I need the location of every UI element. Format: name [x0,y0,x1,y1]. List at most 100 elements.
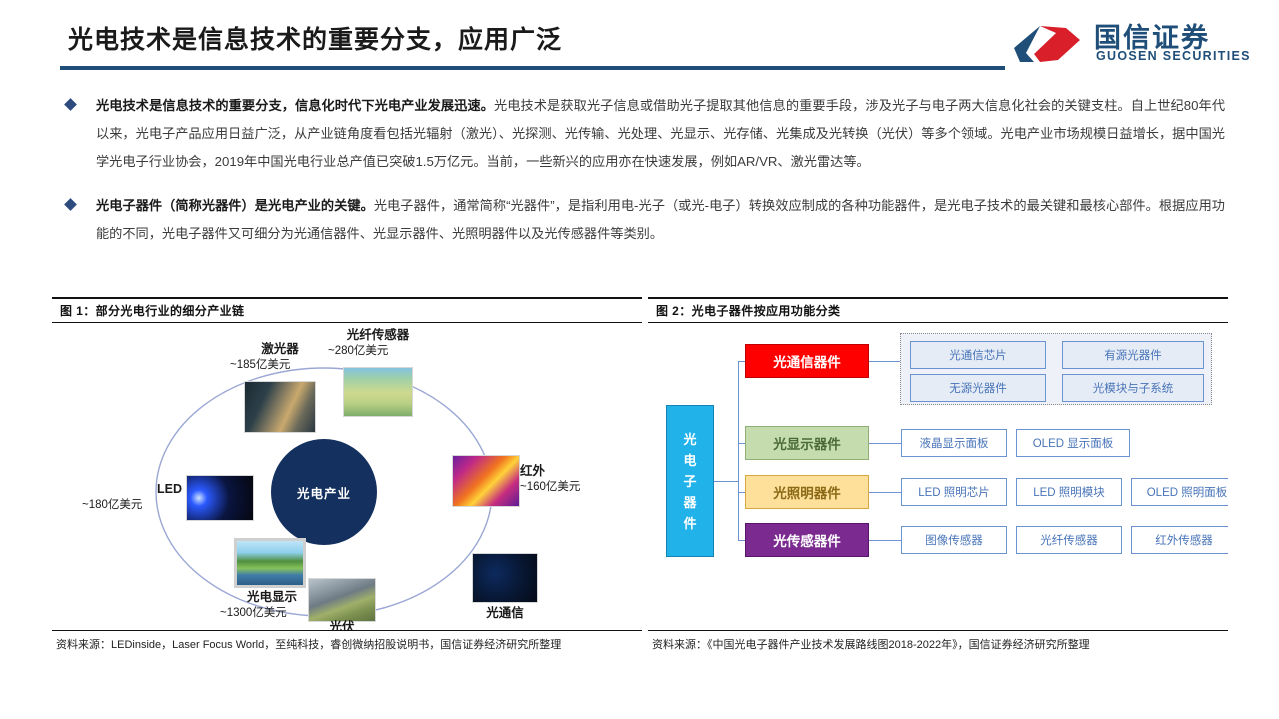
bullet-item: 光电子器件（简称光器件）是光电产业的关键。光电子器件，通常简称“光器件”，是指利… [60,192,1225,248]
connector [738,361,745,362]
tree-root-char: 光 [683,431,697,447]
optical-comm-label: 光通信 [455,605,555,621]
tree-leaf: 红外传感器 [1131,526,1228,554]
node-value: ~185亿美元 [230,359,291,371]
figure-2-source: 资料来源：《中国光电子器件产业技术发展路线图2018-2022年》，国信证券经济… [652,639,1090,651]
diamond-bullet-icon [64,198,77,211]
photovoltaic-label: 光伏 [292,619,392,630]
tree-leaf: LED 照明芯片 [901,478,1007,506]
tree-root-node: 光电子器件 [666,405,714,557]
connector [738,540,745,541]
branch-label: 光显示器件 [773,437,841,452]
bullet-paragraph: 光电子器件（简称光器件）是光电产业的关键。光电子器件，通常简称“光器件”，是指利… [96,192,1225,248]
connector [869,540,901,541]
tree-branch-optical-sensing: 光传感器件 [745,523,869,557]
figure-2-caption: 图 2：光电子器件按应用功能分类 [656,304,841,318]
connector [869,443,901,444]
slide-header: 光电技术是信息技术的重要分支，应用广泛 国信证券 GUOSEN SECURITI… [0,0,1279,88]
tree-leaf: 光纤传感器 [1016,526,1122,554]
tree-leaf: 液晶显示面板 [901,429,1007,457]
bullet-paragraph: 光电技术是信息技术的重要分支，信息化时代下光电产业发展迅速。光电技术是获取光子信… [96,92,1225,176]
leaf-label: 液晶显示面板 [919,438,989,450]
leaf-label: 光模块与子系统 [1092,383,1174,395]
leaf-label: 红外传感器 [1155,535,1213,547]
brand-logo: 国信证券 GUOSEN SECURITIES [1010,18,1249,70]
tree-leaf: 图像传感器 [901,526,1007,554]
figure-1-center-node: 光电产业 [271,439,377,545]
branch-label: 光传感器件 [773,534,841,549]
leaf-label: 无源光器件 [949,383,1007,395]
tree-branch-optical-lighting: 光照明器件 [745,475,869,509]
display-thumbnail-icon [234,538,306,588]
node-name: 光电显示 [246,590,297,604]
infrared-thumbnail-icon [452,455,520,507]
laser-label: 激光器 ~185亿美元 [230,341,330,373]
tree-root-char: 件 [683,515,697,531]
connector [738,361,739,541]
figure-1-body: 光电产业 激光器 ~185亿美元 光纤传感器 ~280亿美元 [52,323,642,630]
node-name: 激光器 [261,342,299,356]
node-value: ~180亿美元 [82,499,143,511]
bullet-lead: 光电技术是信息技术的重要分支，信息化时代下光电产业发展迅速。 [96,98,494,113]
node-value: ~160亿美元 [520,481,581,493]
tree-root-char: 电 [683,452,697,468]
bullet-lead: 光电子器件（简称光器件）是光电产业的关键。 [96,198,374,213]
figure-1-source: 资料来源：LEDinside，Laser Focus World，至纯科技，睿创… [56,639,562,651]
figure-2-caption-bar: 图 2：光电子器件按应用功能分类 [648,297,1228,323]
figure-2-body: 光电子器件 光通信器件 光显示器件 光照明器件 光传感器件 光通信芯片 [648,323,1228,630]
tree-leaf: OLED 显示面板 [1016,429,1130,457]
node-value: ~1300亿美元 [220,607,287,619]
figure-1-caption: 图 1：部分光电行业的细分产业链 [60,304,245,318]
node-name: 光纤传感器 [346,328,410,342]
figure-1-footer: 资料来源：LEDinside，Laser Focus World，至纯科技，睿创… [52,630,642,657]
bullet-body: 光电技术是获取光子信息或借助光子提取其他信息的重要手段，涉及光子与电子两大信息化… [96,98,1226,169]
branch-label: 光通信器件 [773,355,841,370]
tree-branch-optical-communication: 光通信器件 [745,344,869,378]
figure-2-panel: 图 2：光电子器件按应用功能分类 光电子器件 [648,297,1228,655]
node-name: 红外 [520,464,546,478]
figure-1-center-label: 光电产业 [296,487,351,501]
leaf-label: 光通信芯片 [949,350,1007,362]
optical-comm-thumbnail-icon [472,553,538,603]
led-label: LED ~180亿美元 [82,481,182,513]
node-name: 光通信 [486,606,524,620]
leaf-label: OLED 显示面板 [1032,438,1114,450]
figure-1-panel: 图 1：部分光电行业的细分产业链 光电产业 激光器 ~185亿美元 [52,297,642,655]
tree-root-char: 子 [683,473,697,489]
figure-2-footer: 资料来源：《中国光电子器件产业技术发展路线图2018-2022年》，国信证券经济… [648,630,1228,657]
leaf-label: 有源光器件 [1104,350,1162,362]
diamond-bullet-icon [64,98,77,111]
leaf-label: OLED 照明面板 [1146,487,1228,499]
connector [869,492,901,493]
led-thumbnail-icon [186,475,254,521]
title-underline [60,66,1005,70]
tree-root-char: 器 [683,494,697,510]
page-title: 光电技术是信息技术的重要分支，应用广泛 [68,26,563,54]
logo-text-en: GUOSEN SECURITIES [1096,49,1251,63]
tree-leaf: 光通信芯片 [910,341,1046,369]
connector [869,361,901,362]
infrared-label: 红外 ~160亿美元 [520,463,612,495]
figure-1-caption-bar: 图 1：部分光电行业的细分产业链 [52,297,642,323]
tree-leaf: 无源光器件 [910,374,1046,402]
fiber-sensor-thumbnail-icon [343,367,413,417]
node-value: ~280亿美元 [328,345,389,357]
classification-tree: 光电子器件 光通信器件 光显示器件 光照明器件 光传感器件 光通信芯片 [648,323,1228,630]
body-bullets: 光电技术是信息技术的重要分支，信息化时代下光电产业发展迅速。光电技术是获取光子信… [60,92,1225,264]
node-name: LED [157,482,182,496]
tree-leaf: OLED 照明面板 [1131,478,1228,506]
leaf-label: 光纤传感器 [1040,535,1098,547]
laser-thumbnail-icon [244,381,316,433]
leaf-label: LED 照明模块 [1033,487,1105,499]
leaf-label: LED 照明芯片 [918,487,990,499]
logo-text-cn: 国信证券 [1094,23,1210,53]
tree-leaf: LED 照明模块 [1016,478,1122,506]
connector [738,443,745,444]
branch-label: 光照明器件 [773,486,841,501]
fiber-sensor-label: 光纤传感器 ~280亿美元 [328,327,428,359]
guosen-logo-mark-icon [1014,26,1080,62]
tree-leaf: 光模块与子系统 [1062,374,1204,402]
photovoltaic-thumbnail-icon [308,578,376,622]
bullet-item: 光电技术是信息技术的重要分支，信息化时代下光电产业发展迅速。光电技术是获取光子信… [60,92,1225,176]
